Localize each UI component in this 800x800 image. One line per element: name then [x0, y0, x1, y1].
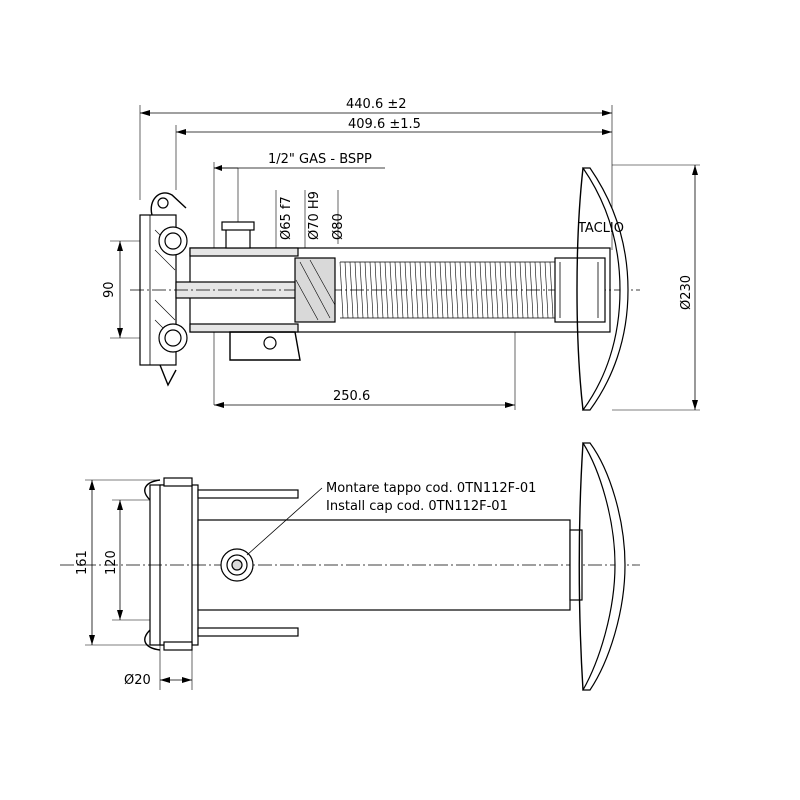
- spring-coil: [404, 261, 409, 319]
- foot-plate-side: TACLIO: [576, 167, 629, 411]
- spring-coil: [494, 261, 499, 319]
- spring-coil: [399, 261, 404, 319]
- spring-coil: [519, 261, 524, 319]
- spring-coil: [549, 261, 554, 319]
- install-cap-note: Montare tappo cod. 0TN112F-01 Install ca…: [326, 481, 536, 514]
- spring-coil: [429, 261, 434, 319]
- dim-bracket-inner: 120: [104, 500, 123, 620]
- spring-coil: [459, 261, 464, 319]
- spring-coil: [504, 261, 509, 319]
- install-cap-note-en: Install cap cod. 0TN112F-01: [326, 499, 508, 514]
- spring-coil: [424, 261, 429, 319]
- dim-diameter-65: Ø65 f7: [279, 196, 294, 240]
- dim-bracket-inner-text: 120: [104, 550, 119, 575]
- spring-coil: [474, 261, 479, 319]
- spring-coil: [384, 261, 389, 319]
- spring-coil: [509, 261, 514, 319]
- spring-coil: [484, 261, 489, 319]
- spring-coil: [464, 261, 469, 319]
- dim-foot-diameter: Ø230: [679, 165, 698, 410]
- spring-coil: [414, 261, 419, 319]
- spring-coil: [434, 261, 439, 319]
- dim-foot-diameter-text: Ø230: [679, 275, 694, 310]
- dim-pin-diameter: Ø20: [124, 673, 192, 688]
- dim-stroke-text: 250.6: [333, 389, 370, 404]
- spring-coil: [419, 261, 424, 319]
- port-thread-callout: 1/2" GAS - BSPP: [214, 152, 385, 171]
- spring-coil: [524, 261, 529, 319]
- spring-coil: [354, 261, 359, 319]
- spring-coil: [454, 261, 459, 319]
- dim-overall-length-text: 440.6 ±2: [346, 97, 407, 112]
- spring-coil: [499, 261, 504, 319]
- dim-pin-spacing: 90: [102, 241, 123, 338]
- spring-coil: [444, 261, 449, 319]
- spring-coil: [439, 261, 444, 319]
- bottom-plan-view: 161 120 Ø20: [60, 442, 640, 691]
- port-thread-text: 1/2" GAS - BSPP: [268, 152, 372, 167]
- spring-coil: [449, 261, 454, 319]
- spring-coil: [379, 261, 384, 319]
- spring-coil: [374, 261, 379, 319]
- spring-coil: [544, 261, 549, 319]
- spring-coil: [469, 261, 474, 319]
- spring-coil: [394, 261, 399, 319]
- spring-coil: [389, 261, 394, 319]
- spring-coil: [349, 261, 354, 319]
- spring-coil: [539, 261, 544, 319]
- spring-coil: [359, 261, 364, 319]
- foot-plate-plan: [578, 442, 626, 691]
- spring-coil: [369, 261, 374, 319]
- spring-coil: [479, 261, 484, 319]
- spring-coil: [409, 261, 414, 319]
- spring-coil: [339, 261, 344, 319]
- dim-pin-diameter-text: Ø20: [124, 673, 151, 688]
- cylinder-section: [130, 221, 640, 361]
- diameter-labels: Ø65 f7 Ø70 H9 Ø80: [275, 190, 346, 252]
- dim-diameter-70: Ø70 H9: [307, 191, 322, 240]
- spring-coil: [344, 261, 349, 319]
- spring-coil: [489, 261, 494, 319]
- top-section-view: 440.6 ±2 409.6 ±1.5 1/2" GAS - BSPP Ø65 …: [102, 97, 700, 411]
- dim-bracket-width-text: 161: [75, 550, 90, 575]
- dim-diameter-80: Ø80: [331, 213, 346, 240]
- dim-tube-length: 409.6 ±1.5: [176, 117, 612, 135]
- spring-coil: [534, 261, 539, 319]
- dim-tube-length-text: 409.6 ±1.5: [348, 117, 421, 132]
- install-cap-note-it: Montare tappo cod. 0TN112F-01: [326, 481, 536, 496]
- spring: [339, 261, 555, 319]
- dim-stroke: 250.6: [214, 330, 516, 410]
- spring-coil: [529, 261, 534, 319]
- spring-coil: [364, 261, 369, 319]
- dim-overall-length: 440.6 ±2: [140, 97, 612, 116]
- dim-bracket-width: 161: [75, 480, 95, 645]
- foot-label-text: TACLIO: [577, 221, 624, 236]
- dim-pin-spacing-text: 90: [102, 281, 117, 298]
- spring-coil: [514, 261, 519, 319]
